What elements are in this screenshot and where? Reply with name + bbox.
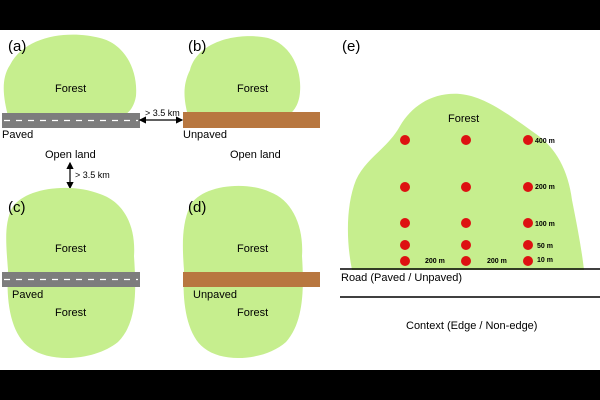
panel-b-label: (b) <box>188 38 206 55</box>
sampling-plot <box>523 256 533 266</box>
forest-label-b: Forest <box>237 83 268 95</box>
sampling-plots <box>400 135 533 266</box>
paved-road-c <box>2 272 140 287</box>
forest-label-d-top: Forest <box>237 243 268 255</box>
unpaved-road-d <box>183 272 320 287</box>
sampling-plot <box>523 182 533 192</box>
distance-label-200: 200 m <box>535 184 555 191</box>
sampling-plot <box>400 182 410 192</box>
gap-label-vertical: > 3.5 km <box>75 170 110 180</box>
forest-label-e: Forest <box>448 113 479 125</box>
panel-c-label: (c) <box>8 199 26 216</box>
forest-label-c-top: Forest <box>55 243 86 255</box>
gap-label-horizontal: > 3.5 km <box>145 108 180 118</box>
figure-panel: (a) Forest Paved > 3.5 km (b) Forest Unp… <box>0 30 600 370</box>
top-border <box>0 0 600 30</box>
sampling-plot <box>400 256 410 266</box>
forest-label-a: Forest <box>55 83 86 95</box>
panel-e-label: (e) <box>342 38 360 55</box>
road-label-c: Paved <box>12 289 43 301</box>
diagram-svg: (a) Forest Paved > 3.5 km (b) Forest Unp… <box>2 34 600 359</box>
road-label-e: Road (Paved / Unpaved) <box>341 272 462 284</box>
paved-road-a <box>2 113 140 128</box>
distance-label-50: 50 m <box>537 243 553 250</box>
panel-a-label: (a) <box>8 38 26 55</box>
sampling-plot <box>461 135 471 145</box>
sampling-plot <box>461 256 471 266</box>
road-label-a: Paved <box>2 129 33 141</box>
sampling-plot <box>400 240 410 250</box>
road-label-d: Unpaved <box>193 289 237 301</box>
distance-label-10: 10 m <box>537 257 553 264</box>
open-land-label-right: Open land <box>230 149 281 161</box>
panel-d-label: (d) <box>188 199 206 216</box>
sampling-plot <box>461 218 471 228</box>
spacing-label-2: 200 m <box>487 258 507 265</box>
forest-shape-a <box>3 34 137 116</box>
sampling-plot <box>400 135 410 145</box>
sampling-plot <box>461 240 471 250</box>
sampling-plot <box>461 182 471 192</box>
sampling-plot <box>400 218 410 228</box>
road-label-b: Unpaved <box>183 129 227 141</box>
forest-label-d-bottom: Forest <box>237 307 268 319</box>
open-land-label-left: Open land <box>45 149 96 161</box>
unpaved-road-b <box>183 112 320 128</box>
context-label-e: Context (Edge / Non-edge) <box>406 320 537 332</box>
bottom-border <box>0 370 600 400</box>
forest-shape-b <box>184 36 301 116</box>
forest-shape-d <box>182 185 303 359</box>
distance-label-400: 400 m <box>535 138 555 145</box>
sampling-plot <box>523 218 533 228</box>
sampling-plot <box>523 135 533 145</box>
distance-label-100: 100 m <box>535 221 555 228</box>
forest-label-c-bottom: Forest <box>55 307 86 319</box>
sampling-plot <box>523 240 533 250</box>
spacing-label-1: 200 m <box>425 258 445 265</box>
